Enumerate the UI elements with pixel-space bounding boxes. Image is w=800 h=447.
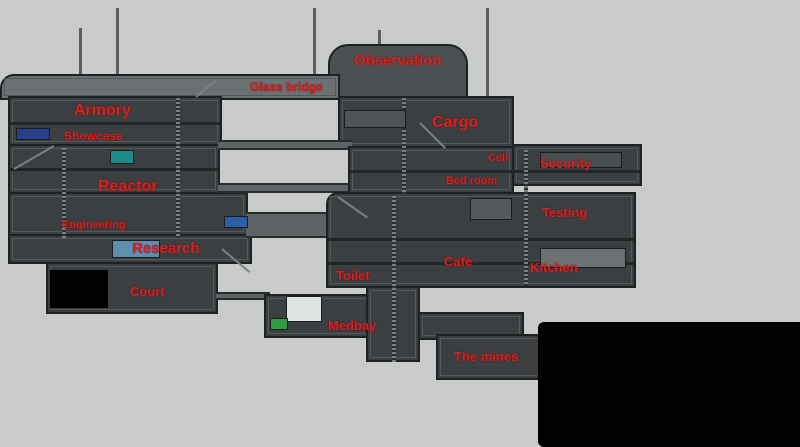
label-cell: Cell bbox=[488, 152, 509, 164]
engineering-panel bbox=[224, 216, 248, 228]
ladder bbox=[524, 150, 528, 286]
upper-corridor bbox=[218, 140, 352, 150]
label-observation: Observation bbox=[354, 52, 442, 69]
label-armory: Armory bbox=[74, 102, 131, 119]
label-security: Security bbox=[540, 156, 592, 171]
label-engineering: Engineering bbox=[62, 219, 126, 231]
label-research: Research bbox=[132, 240, 200, 257]
antenna-mast bbox=[313, 8, 316, 76]
testing-equipment bbox=[470, 198, 512, 220]
reactor-core bbox=[110, 150, 134, 164]
label-testing: Testing bbox=[542, 205, 588, 220]
label-cafe: Cafe bbox=[444, 254, 473, 269]
ladder bbox=[392, 196, 396, 362]
lower-corridor bbox=[246, 212, 336, 238]
ladder bbox=[62, 148, 66, 238]
label-bed-room: Bed room bbox=[446, 175, 498, 187]
void-area bbox=[50, 270, 108, 308]
label-kitchen: Kitchen bbox=[530, 260, 578, 275]
antenna-mast bbox=[378, 30, 381, 48]
label-the-mines: The mines bbox=[454, 349, 519, 364]
kitchen-units bbox=[540, 248, 626, 268]
label-cargo: Cargo bbox=[432, 114, 479, 131]
deck-floor bbox=[328, 262, 634, 265]
antenna-mast bbox=[79, 28, 82, 76]
label-reactor: Reactor bbox=[98, 178, 158, 195]
medbay-bed bbox=[270, 318, 288, 330]
antenna-mast bbox=[486, 8, 489, 98]
ladder bbox=[176, 98, 180, 238]
ladder bbox=[402, 98, 406, 194]
research-panel bbox=[112, 240, 160, 258]
deck-floor bbox=[328, 238, 634, 241]
mid-corridor bbox=[218, 183, 352, 193]
deck-floor bbox=[350, 170, 640, 173]
medbay-screen bbox=[286, 296, 322, 322]
label-toilet: Toilet bbox=[336, 268, 370, 283]
label-medbay: Medbay bbox=[328, 318, 377, 333]
antenna-mast bbox=[116, 8, 119, 76]
label-showcase: Showcase bbox=[64, 129, 123, 143]
deck-floor bbox=[10, 122, 220, 125]
void-area bbox=[538, 322, 800, 447]
mines-hull bbox=[436, 334, 544, 380]
label-glass-bridge: Glass bridge bbox=[250, 80, 323, 94]
court-corridor bbox=[216, 292, 270, 300]
security-lockers bbox=[540, 152, 622, 168]
deck-floor bbox=[10, 168, 218, 171]
console bbox=[16, 128, 50, 140]
engineering-hull bbox=[8, 192, 248, 236]
label-court: Court bbox=[130, 284, 165, 299]
cargo-crates bbox=[344, 110, 406, 128]
